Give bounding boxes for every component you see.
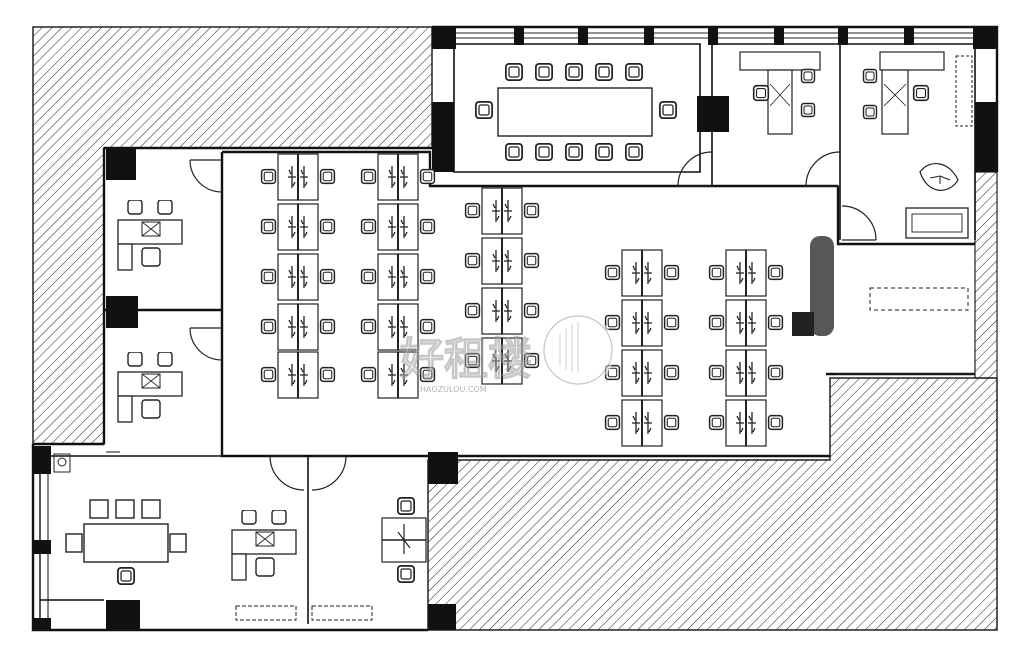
sofa [905, 207, 969, 239]
doors [189, 151, 877, 491]
blurred-mark [810, 236, 834, 336]
open-office-workstations [262, 154, 783, 446]
hatch-zone-right-strip [974, 171, 998, 379]
meeting-room-top [475, 63, 677, 161]
meeting-table [83, 523, 169, 563]
bottom-office [231, 510, 373, 621]
watermark: 好租楼 HAOZULOU.COM [398, 313, 615, 394]
columns [33, 27, 997, 630]
reception-counter [869, 287, 969, 311]
manager-office-2 [862, 51, 973, 239]
bottom-desk-room [381, 497, 427, 583]
left-office-lower [117, 352, 183, 423]
manager-office-1 [739, 51, 821, 135]
watermark-tagline: HAOZULOU.COM [420, 385, 487, 394]
hatched-zones [32, 26, 998, 631]
watermark-logo-text: 好租楼 [399, 334, 532, 385]
conference-table [497, 87, 653, 137]
small-meeting-room [53, 453, 187, 585]
reception-area [792, 236, 969, 336]
left-office-upper [117, 200, 183, 271]
